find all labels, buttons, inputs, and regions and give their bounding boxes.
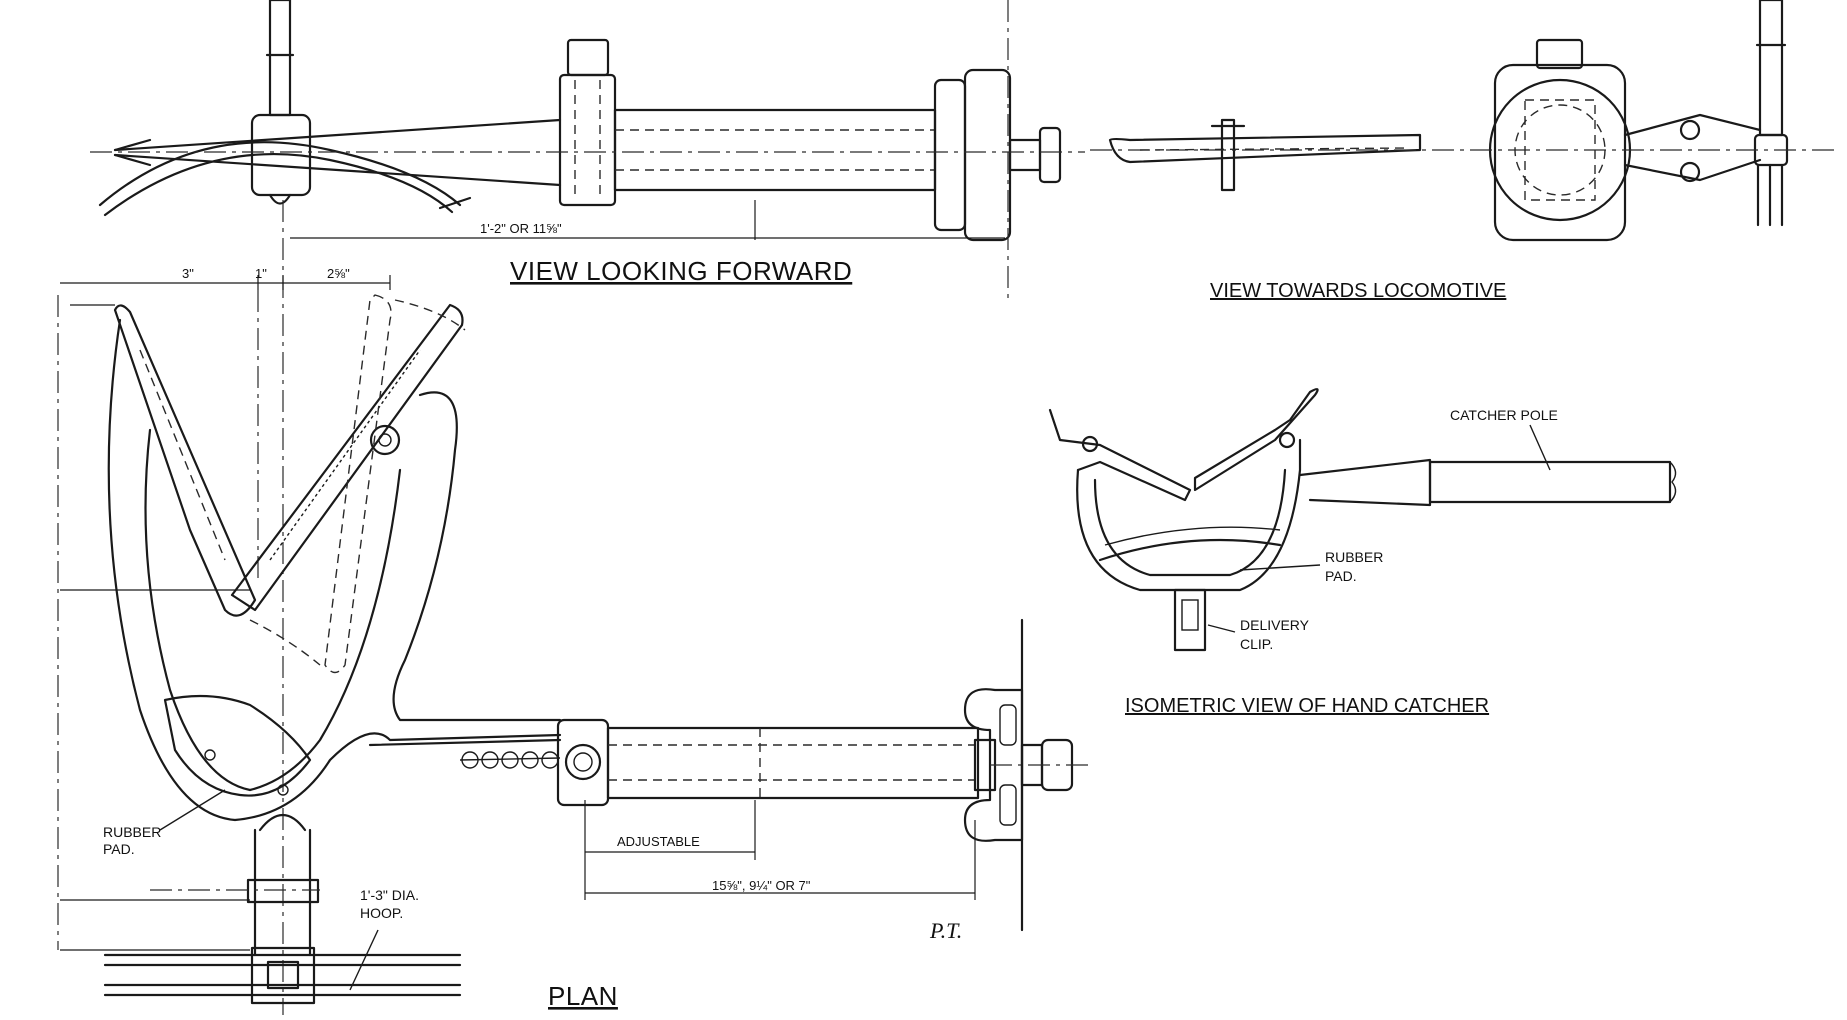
plan-fixed-jaw-hidden — [139, 349, 226, 561]
sleeve-nut — [566, 38, 610, 77]
plan-frame-outer-right — [392, 391, 562, 722]
plan-hole-3 — [501, 751, 519, 769]
plan-lower-clamp — [250, 946, 316, 1005]
view-locomotive-title: VIEW TOWARDS LOCOMOTIVE — [1210, 280, 1506, 302]
plan-hoop-clamp — [246, 878, 320, 904]
plan-hole-2 — [481, 751, 499, 769]
plan-frame-outer-left — [107, 318, 562, 822]
bracket-nut — [1038, 126, 1062, 184]
plan-view: 3" 1" 2⅝" — [57, 266, 1090, 1011]
pole-clamp-foot — [268, 193, 292, 205]
plan-bracket-slot-2 — [999, 784, 1017, 826]
loco-pin-1 — [1679, 119, 1701, 141]
arm-bottom-edge — [113, 153, 562, 187]
iso-pole-leader — [1529, 424, 1551, 471]
loco-links — [1623, 113, 1762, 182]
loco-housing — [1493, 63, 1627, 242]
forward-dim-label: 1'-2" OR 11⅝" — [480, 221, 562, 236]
loco-bolt — [1220, 118, 1236, 192]
plan-rubber-label-1: RUBBER — [103, 824, 161, 840]
iso-delivery-clip — [1173, 588, 1207, 652]
plan-hoop-label-1: 1'-3" DIA. — [360, 887, 419, 903]
iso-left-pivot — [1081, 435, 1099, 453]
plan-adjustable-label: ADJUSTABLE — [617, 834, 700, 849]
view-towards-locomotive: VIEW TOWARDS LOCOMOTIVE — [1090, 0, 1840, 302]
loco-housing-nut — [1535, 38, 1584, 70]
iso-frame-inner — [1093, 468, 1287, 577]
plan-arm-lower — [459, 757, 561, 761]
plan-fixed-jaw — [113, 304, 257, 617]
arm-tube — [613, 108, 937, 192]
iso-frame-outer — [1076, 438, 1302, 592]
iso-rubber-label-1: RUBBER — [1325, 549, 1383, 565]
iso-clip-leader — [1207, 624, 1236, 633]
plan-pivot-pin — [378, 433, 392, 447]
plan-stem-top — [258, 814, 307, 832]
plan-rubber-label-2: PAD. — [103, 841, 135, 857]
plan-arm-dim-label: 15⅝", 9¼" OR 7" — [712, 878, 811, 893]
plan-hoop-leader — [349, 929, 379, 991]
hoop-end — [438, 196, 472, 210]
dim-3: 3" — [182, 266, 194, 281]
hoop-curve-1 — [98, 141, 462, 207]
loco-pin-2 — [1679, 161, 1701, 183]
iso-right-jaw — [1193, 388, 1319, 492]
iso-pole — [1428, 460, 1672, 504]
plan-tube — [606, 726, 980, 800]
bracket-front — [933, 78, 967, 232]
dim-1: 1" — [255, 266, 267, 281]
iso-rubber-pad-2 — [1104, 526, 1281, 546]
plan-hole-4 — [521, 751, 539, 769]
loco-pole — [1758, 0, 1784, 137]
iso-catcher-pole-label: CATCHER POLE — [1450, 407, 1558, 423]
isometric-view: CATCHER POLE RUBBER PAD. DELIVERY CLIP. … — [1048, 388, 1677, 717]
hoop-curve-2 — [103, 152, 454, 217]
iso-pole-break — [1669, 461, 1677, 503]
view-looking-forward: 1'-2" OR 11⅝" VIEW LOOKING FORWARD — [90, 0, 1085, 1015]
arm-top-edge — [113, 118, 562, 152]
plan-lower-clamp-inner — [266, 960, 300, 990]
plan-frame-inner — [144, 428, 402, 792]
plan-pad-screw — [204, 749, 216, 761]
plan-hole-5 — [541, 751, 559, 769]
plan-sleeve-nut — [564, 743, 602, 781]
plan-pad-screw-2 — [277, 784, 289, 796]
dim-2: 2⅝" — [327, 266, 350, 281]
iso-rubber-label-2: PAD. — [1325, 568, 1357, 584]
iso-left-jaw — [1048, 408, 1192, 502]
iso-clip-label-1: DELIVERY — [1240, 617, 1310, 633]
plan-hoop-label-2: HOOP. — [360, 905, 403, 921]
plan-jaw-hatch — [269, 349, 421, 561]
view-isometric-title: ISOMETRIC VIEW OF HAND CATCHER — [1125, 695, 1489, 717]
iso-pad-leader — [1239, 564, 1321, 571]
view-plan-title: PLAN — [548, 981, 618, 1011]
iso-pole-taper — [1298, 458, 1432, 507]
pole-upper — [268, 0, 292, 117]
plan-hole-1 — [461, 751, 479, 769]
plan-stem — [253, 828, 312, 957]
iso-rubber-pad — [1098, 538, 1282, 562]
plan-arm-centre — [368, 738, 562, 747]
view-forward-title: VIEW LOOKING FORWARD — [510, 256, 852, 286]
plan-rubber-pad — [163, 694, 312, 797]
bracket-stud — [1008, 138, 1042, 172]
sleeve-block — [558, 73, 617, 207]
plan-jaw-arc-2 — [249, 619, 321, 666]
arm-point — [113, 138, 152, 167]
plan-moving-jaw — [230, 303, 464, 612]
iso-clip-slot — [1181, 599, 1199, 631]
iso-right-pivot — [1278, 431, 1296, 449]
plan-pivot — [369, 424, 401, 456]
bracket-body — [963, 68, 1012, 242]
plan-jaw-phantom — [324, 294, 392, 674]
plan-bracket-slot-1 — [999, 704, 1017, 746]
iso-clip-label-2: CLIP. — [1240, 636, 1273, 652]
loco-arm — [1108, 133, 1422, 164]
plan-jaw-arc — [394, 299, 466, 331]
plan-pad-leader — [159, 789, 226, 831]
plan-sleeve-nut-inner — [573, 752, 593, 772]
drawing-signature: P.T. — [929, 918, 962, 943]
